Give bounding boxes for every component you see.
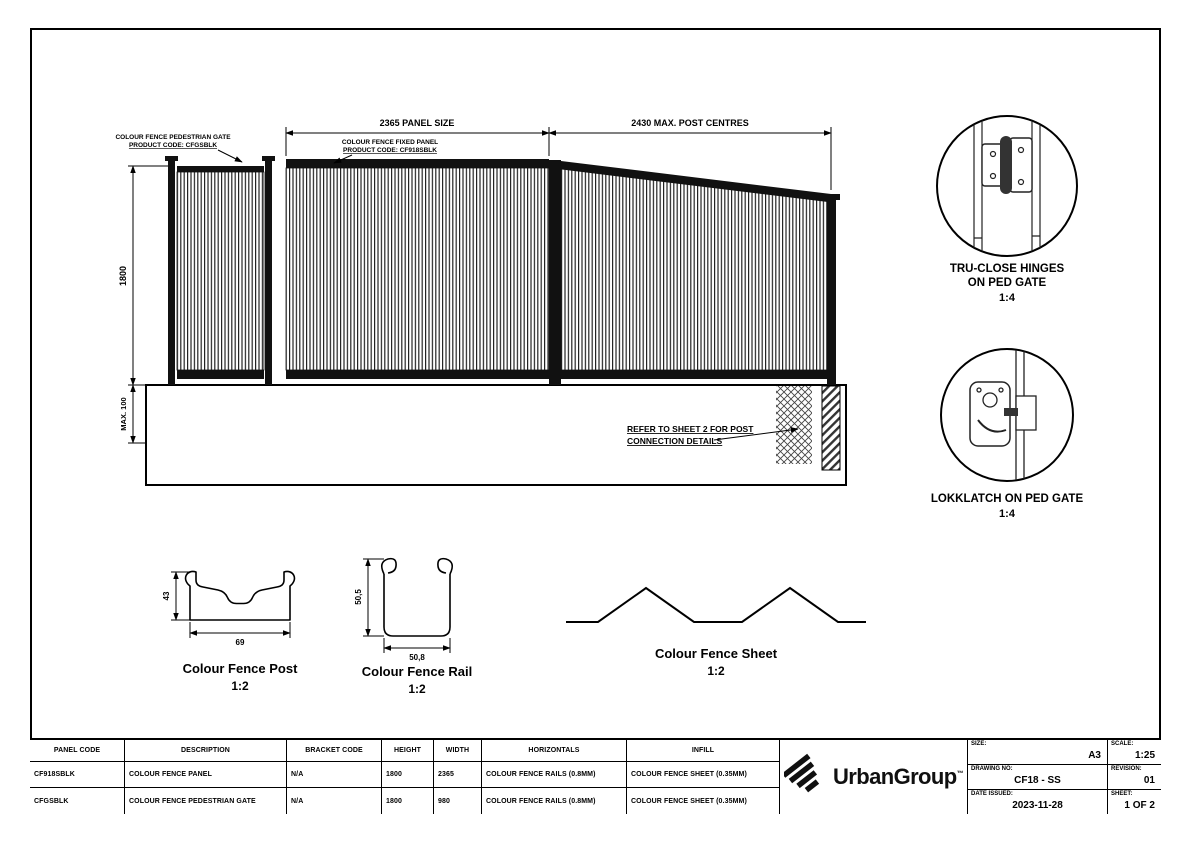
note-line-1: REFER TO SHEET 2 FOR POST	[627, 424, 754, 434]
table-cell-infill: COLOUR FENCE SHEET (0.35MM)	[627, 788, 780, 814]
table-header-width: WIDTH	[434, 740, 482, 762]
rail-scale: 1:2	[408, 682, 426, 696]
section-sheet: Colour Fence Sheet 1:2	[566, 586, 866, 678]
info-cell-date: DATE ISSUED: 2023-11-28	[968, 790, 1108, 814]
post-label: Colour Fence Post	[183, 661, 299, 676]
latch-scale: 1:4	[999, 508, 1016, 520]
date-value: 2023-11-28	[1012, 800, 1063, 811]
table-cell-infill: COLOUR FENCE SHEET (0.35MM)	[627, 762, 780, 788]
table-cell-width: 2365	[434, 762, 482, 788]
info-cell-revision: REVISION: 01	[1108, 765, 1161, 790]
post-profile	[184, 570, 296, 621]
table-cell-bracket-code: N/A	[287, 788, 382, 814]
post-below-ground-hatch	[821, 385, 841, 471]
table-cell-panel-code: CF918SBLK	[30, 762, 125, 788]
post-dim-width: 69	[236, 638, 245, 647]
size-label: SIZE:	[971, 741, 987, 747]
end-post	[823, 194, 840, 385]
revision-value: 01	[1143, 775, 1155, 786]
ped-gate-label-1: COLOUR FENCE PEDESTRIAN GATE	[115, 134, 231, 141]
dim-post-centres	[548, 127, 832, 190]
logo: UrbanGroup™	[780, 740, 968, 814]
table-cell-description: COLOUR FENCE PANEL	[125, 762, 287, 788]
logo-text: UrbanGroup™	[833, 764, 964, 790]
raked-panel	[560, 161, 832, 379]
sheet-scale: 1:2	[707, 664, 725, 678]
pedestrian-gate	[165, 156, 275, 385]
logo-trademark: ™	[956, 770, 964, 778]
post-scale: 1:2	[231, 679, 249, 693]
rail-dim-height: 50,5	[354, 589, 363, 605]
rail-dim-width: 50,8	[409, 653, 425, 662]
mid-post	[549, 160, 561, 385]
date-label: DATE ISSUED:	[971, 791, 1013, 797]
sheet-profile	[566, 586, 866, 623]
titleblock-info: SIZE: A3 SCALE: 1:25 DRAWING NO: CF18 - …	[968, 740, 1161, 814]
table-cell-horizontals: COLOUR FENCE RAILS (0.8MM)	[482, 788, 627, 814]
size-value: A3	[1088, 750, 1101, 761]
table-header-infill: INFILL	[627, 740, 780, 762]
table-cell-description: COLOUR FENCE PEDESTRIAN GATE	[125, 788, 287, 814]
revision-label: REVISION:	[1111, 766, 1142, 772]
latch-title: LOKKLATCH ON PED GATE	[931, 493, 1084, 505]
table-cell-height: 1800	[382, 762, 434, 788]
dim-max-gap	[128, 384, 146, 444]
scale-label: SCALE:	[1111, 741, 1134, 747]
post-dim-height: 43	[162, 591, 171, 600]
section-post: 43 69 Colour Fence Post 1:2	[162, 570, 299, 693]
table-header-height: HEIGHT	[382, 740, 434, 762]
table-cell-height: 1800	[382, 788, 434, 814]
scale-value: 1:25	[1134, 750, 1155, 761]
footing-mesh-hatch	[776, 386, 812, 464]
table-header-horizontals: HORIZONTALS	[482, 740, 627, 762]
table-header-panel-code: PANEL CODE	[30, 740, 125, 762]
dim-max-gap-text: MAX. 100	[119, 397, 128, 430]
note-leader	[713, 427, 799, 441]
footing	[145, 384, 847, 486]
table-cell-horizontals: COLOUR FENCE RAILS (0.8MM)	[482, 762, 627, 788]
hinge-title-1: TRU-CLOSE HINGES	[950, 263, 1065, 275]
sheet-label: SHEET:	[1111, 791, 1133, 797]
fence-elevation: 2365 PANEL SIZE 2430 MAX. POST CENTRES 1…	[115, 118, 847, 486]
table-header-description: DESCRIPTION	[125, 740, 287, 762]
info-cell-sheet: SHEET: 1 OF 2	[1108, 790, 1161, 814]
table-cell-width: 980	[434, 788, 482, 814]
fixed-panel-label-1: COLOUR FENCE FIXED PANEL	[342, 139, 438, 146]
table-cell-bracket-code: N/A	[287, 762, 382, 788]
detail-latch: LOKKLATCH ON PED GATE 1:4	[931, 348, 1084, 520]
hinge-title-2: ON PED GATE	[968, 277, 1047, 289]
sheet-label: Colour Fence Sheet	[655, 646, 778, 661]
drawing-no-label: DRAWING NO:	[971, 766, 1013, 772]
dim-panel-size-text: 2365 PANEL SIZE	[380, 118, 455, 128]
section-rail: 50,5 50,8 Colour Fence Rail 1:2	[354, 557, 473, 696]
table-header-bracket-code: BRACKET CODE	[287, 740, 382, 762]
detail-hinge: TRU-CLOSE HINGES ON PED GATE 1:4	[936, 115, 1078, 304]
dim-height-text: 1800	[118, 266, 128, 286]
ped-gate-label-2: PRODUCT CODE: CFGSBLK	[129, 142, 217, 149]
info-cell-size: SIZE: A3	[968, 740, 1108, 765]
info-cell-drawing-no: DRAWING NO: CF18 - SS	[968, 765, 1108, 790]
dim-height	[128, 165, 168, 386]
titleblock: PANEL CODE DESCRIPTION BRACKET CODE HEIG…	[30, 738, 1161, 814]
hinge-scale: 1:4	[999, 292, 1016, 304]
panel-table: PANEL CODE DESCRIPTION BRACKET CODE HEIG…	[30, 740, 780, 814]
ped-gate-leader	[217, 149, 243, 163]
dim-post-centres-text: 2430 MAX. POST CENTRES	[631, 118, 749, 128]
urbangroup-logo-icon	[784, 753, 820, 793]
fixed-panel-leader	[333, 154, 353, 164]
rail-label: Colour Fence Rail	[362, 664, 473, 679]
fixed-panel-label-2: PRODUCT CODE: CF918SBLK	[343, 147, 437, 154]
drawing-no-value: CF18 - SS	[1014, 775, 1061, 786]
note-line-2: CONNECTION DETAILS	[627, 436, 723, 446]
logo-wordmark: UrbanGroup	[833, 764, 957, 789]
fixed-panel	[285, 159, 550, 379]
sheet-value: 1 OF 2	[1124, 800, 1155, 811]
info-cell-scale: SCALE: 1:25	[1108, 740, 1161, 765]
table-cell-panel-code: CFGSBLK	[30, 788, 125, 814]
